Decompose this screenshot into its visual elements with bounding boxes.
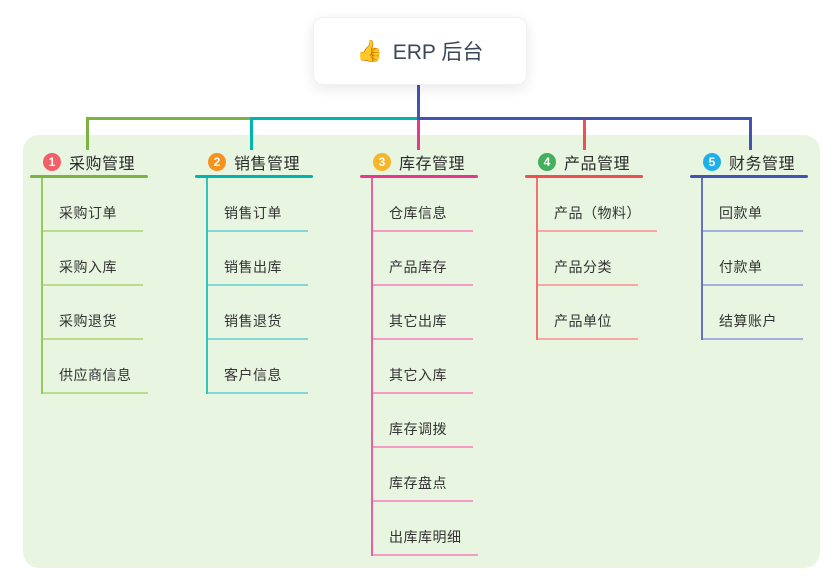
child-node[interactable]: 销售退货 [208,286,308,340]
branch-children: 仓库信息 产品库存 其它出库 其它入库 库存调拨 库存盘点 出库库明细 [371,178,478,556]
child-node[interactable]: 其它出库 [373,286,473,340]
root-drop-line [417,83,420,119]
branch-children: 回款单 付款单 结算账户 [701,178,803,340]
branch-finance: 5 财务管理 回款单 付款单 结算账户 [690,150,808,340]
child-node[interactable]: 产品库存 [373,232,473,286]
branch-children: 产品（物料） 产品分类 产品单位 [536,178,657,340]
child-node[interactable]: 采购订单 [43,178,143,232]
branch-label: 采购管理 [69,156,136,173]
child-node[interactable]: 库存调拨 [373,394,473,448]
root-node-label: ERP 后台 [392,41,484,64]
branch-number-badge: 1 [43,153,61,171]
branch-underline [690,175,808,178]
child-node[interactable]: 出库库明细 [373,502,478,556]
branch-label: 销售管理 [234,156,301,173]
child-node[interactable]: 销售订单 [208,178,308,232]
connector-teal [250,117,418,120]
branch-inventory: 3 库存管理 仓库信息 产品库存 其它出库 其它入库 库存调拨 库存盘点 出库库… [360,150,478,556]
child-node[interactable]: 采购入库 [43,232,143,286]
branch-header-sales[interactable]: 2 销售管理 [195,150,313,174]
child-node[interactable]: 回款单 [703,178,803,232]
branch-label: 产品管理 [564,156,631,173]
thumbs-up-icon: 👍 [356,39,383,63]
root-node[interactable]: 👍 ERP 后台 [313,17,527,85]
branch-header-purchase[interactable]: 1 采购管理 [30,150,148,174]
branch-number-badge: 2 [208,153,226,171]
branch-header-inventory[interactable]: 3 库存管理 [360,150,478,174]
branch-children: 采购订单 采购入库 采购退货 供应商信息 [41,178,148,394]
branch-underline [360,175,478,178]
branch-header-finance[interactable]: 5 财务管理 [690,150,808,174]
branch-number-badge: 5 [703,153,721,171]
child-node[interactable]: 供应商信息 [43,340,148,394]
child-node[interactable]: 销售出库 [208,232,308,286]
child-node[interactable]: 库存盘点 [373,448,473,502]
drop-line-sales [250,117,253,150]
child-node[interactable]: 其它入库 [373,340,473,394]
branch-sales: 2 销售管理 销售订单 销售出库 销售退货 客户信息 [195,150,313,394]
drop-line-inventory [417,120,420,150]
child-node[interactable]: 客户信息 [208,340,308,394]
drop-line-finance [749,117,752,150]
child-node[interactable]: 产品（物料） [538,178,657,232]
connector-blue [417,117,752,120]
child-node[interactable]: 产品分类 [538,232,638,286]
child-node[interactable]: 结算账户 [703,286,803,340]
branch-underline [30,175,148,178]
branch-label: 财务管理 [729,156,796,173]
mindmap-canvas-panel [23,135,820,568]
branch-underline [195,175,313,178]
child-node[interactable]: 仓库信息 [373,178,473,232]
branch-header-product[interactable]: 4 产品管理 [525,150,657,174]
branch-underline [525,175,643,178]
branch-label: 库存管理 [399,156,466,173]
branch-purchase: 1 采购管理 采购订单 采购入库 采购退货 供应商信息 [30,150,148,394]
child-node[interactable]: 采购退货 [43,286,143,340]
branch-number-badge: 3 [373,153,391,171]
connector-green [86,117,253,120]
drop-line-product [583,120,586,150]
drop-line-purchase [86,117,89,150]
child-node[interactable]: 产品单位 [538,286,638,340]
branch-children: 销售订单 销售出库 销售退货 客户信息 [206,178,308,394]
child-node[interactable]: 付款单 [703,232,803,286]
branch-number-badge: 4 [538,153,556,171]
branch-product: 4 产品管理 产品（物料） 产品分类 产品单位 [525,150,657,340]
